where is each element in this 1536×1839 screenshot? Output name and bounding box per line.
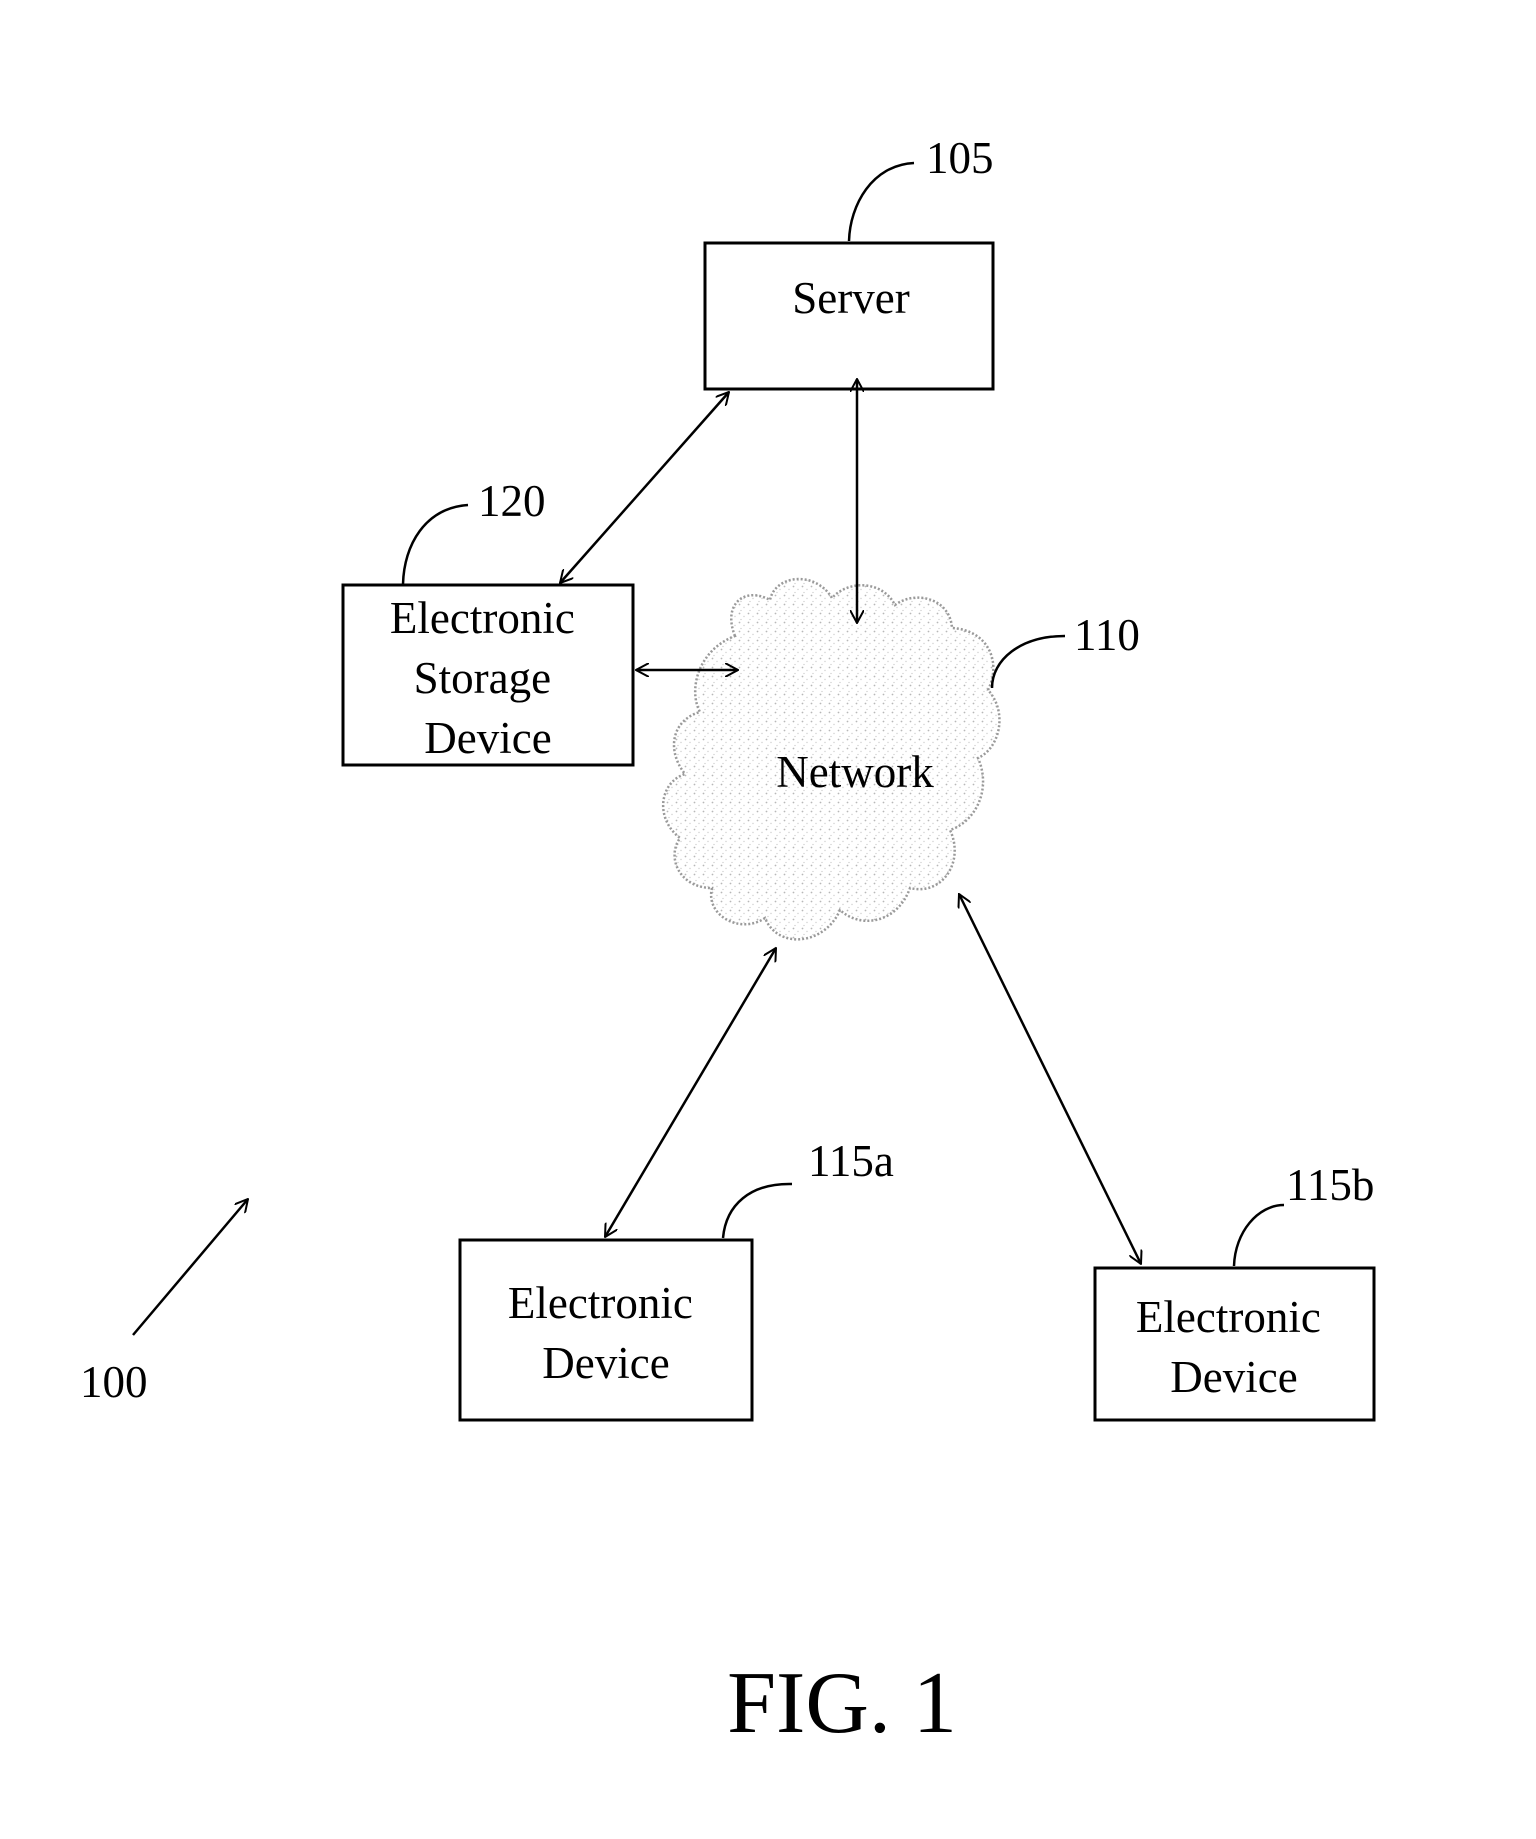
device-b-ref-leader xyxy=(1234,1205,1284,1266)
figure-caption: FIG. 1 xyxy=(727,1655,957,1752)
device-a-label-line-1: Electronic xyxy=(508,1278,693,1328)
server-ref-number: 105 xyxy=(926,133,994,183)
electronic-device-a-box xyxy=(460,1240,752,1420)
network-ref-number: 110 xyxy=(1074,610,1140,660)
server-storage-connector xyxy=(560,392,729,583)
server-ref-leader xyxy=(849,163,914,241)
storage-ref-leader xyxy=(403,505,468,584)
device-a-label-line-2: Device xyxy=(542,1338,669,1388)
storage-label-line-1: Electronic xyxy=(390,593,575,643)
device-b-ref-number: 115b xyxy=(1286,1160,1374,1210)
storage-label-line-2: Storage xyxy=(414,653,551,703)
device-b-label-line-1: Electronic xyxy=(1136,1292,1321,1342)
storage-ref-number: 120 xyxy=(478,476,546,526)
system-ref-number: 100 xyxy=(80,1357,148,1407)
server-label: Server xyxy=(792,273,909,323)
storage-label-line-3: Device xyxy=(424,713,551,763)
network-device-b-connector xyxy=(959,894,1141,1264)
device-b-label-line-2: Device xyxy=(1170,1352,1297,1402)
network-ref-leader xyxy=(992,636,1065,688)
device-a-ref-number: 115a xyxy=(808,1136,894,1186)
system-pointer-arrow xyxy=(133,1199,248,1335)
device-a-ref-leader xyxy=(723,1184,792,1238)
network-label: Network xyxy=(776,747,934,797)
